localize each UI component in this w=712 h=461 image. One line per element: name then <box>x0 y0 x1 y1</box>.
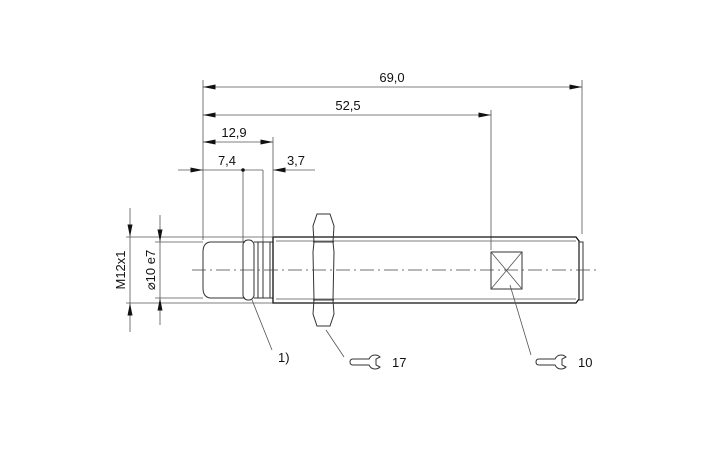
dimension-label-diameter: ⌀10 e7 <box>143 250 158 290</box>
wrench-icon <box>349 354 381 370</box>
rear-end <box>578 241 584 301</box>
dimension-diameter: ⌀10 e7 <box>143 215 163 325</box>
wrench-icon <box>535 354 567 370</box>
dimension-label-overall-length: 69,0 <box>379 70 404 85</box>
led-indicator <box>490 251 523 290</box>
dimension-label-groove-width: 3,7 <box>287 153 305 168</box>
led-wrench-size: 10 <box>578 355 592 370</box>
dimension-52-5: 52,5 <box>203 98 491 118</box>
callout-note: 1) <box>251 299 290 365</box>
callout-led-wrench: 10 <box>509 284 592 370</box>
dimension-label-led-position: 52,5 <box>335 98 360 113</box>
dimension-label-thread: M12x1 <box>113 250 128 289</box>
dimension-thread: M12x1 <box>113 208 133 332</box>
nut-wrench-size: 17 <box>392 355 406 370</box>
dimension-label-oring-position: 7,4 <box>218 153 236 168</box>
dimension-12-9: 12,9 <box>203 125 273 145</box>
hex-nut <box>312 213 335 327</box>
dimension-69: 69,0 <box>203 70 582 90</box>
dimension-dot <box>241 168 245 172</box>
callout-nut-wrench: 17 <box>325 329 406 370</box>
extension-lines <box>126 80 583 304</box>
callout-note-label: 1) <box>278 350 290 365</box>
dimension-7-4-3-7: 7,4 3,7 <box>178 153 315 173</box>
dimension-label-front-length: 12,9 <box>221 125 246 140</box>
